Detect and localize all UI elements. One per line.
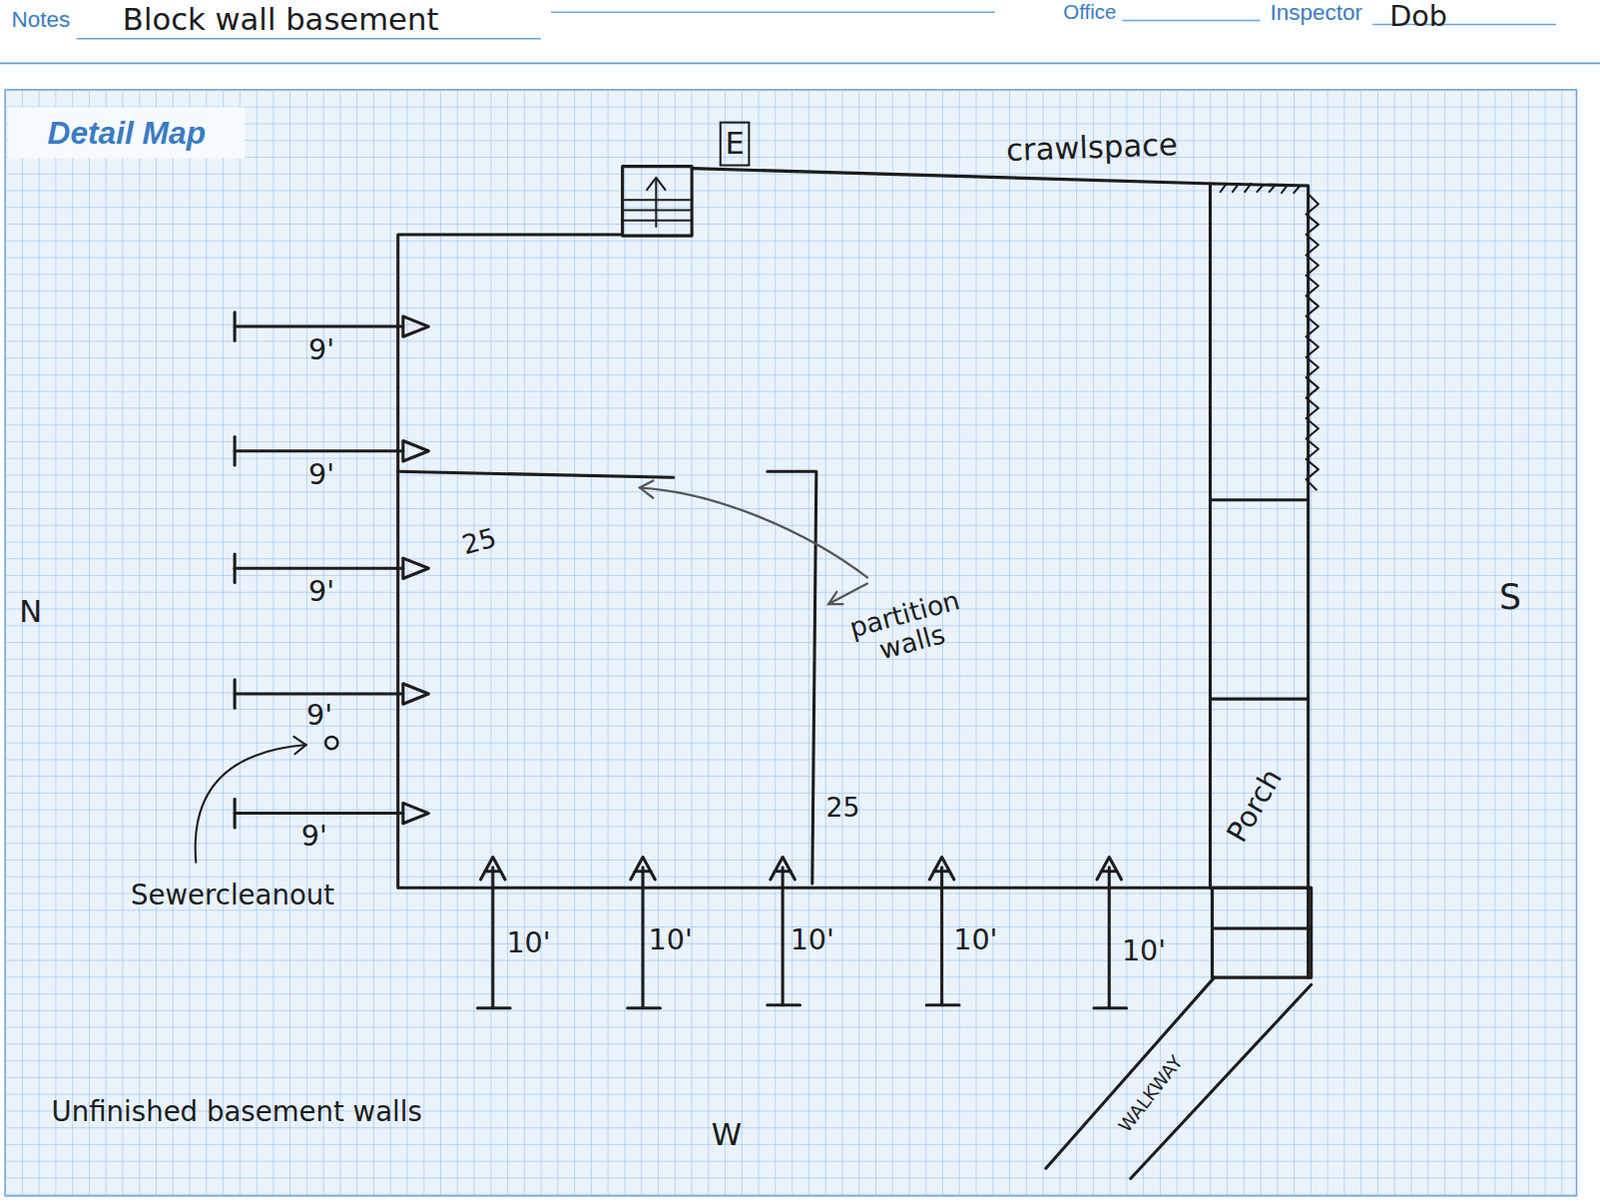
leader-lines bbox=[639, 480, 868, 604]
dimension-label: 9' bbox=[308, 575, 335, 607]
area-label: Porch bbox=[1221, 763, 1289, 848]
dimension-label: 10' bbox=[790, 925, 835, 957]
compass-letter: N bbox=[18, 594, 42, 629]
map-heading: Detail Map bbox=[47, 114, 206, 150]
note-text: Unfinished basement walls bbox=[51, 1096, 423, 1127]
area-label: crawlspace bbox=[1005, 127, 1178, 168]
inspector-name: Dob bbox=[1389, 0, 1448, 32]
compass-letter: W bbox=[711, 1117, 742, 1152]
compass-box bbox=[720, 122, 750, 166]
note-text: Block wall basement bbox=[122, 3, 440, 38]
area-label: WALKWAY bbox=[1114, 1052, 1187, 1136]
dimension-label: 10' bbox=[953, 925, 998, 957]
dimension-label: 9' bbox=[308, 460, 335, 492]
dimension-label: 10' bbox=[1121, 935, 1166, 967]
dimension-label: 25 bbox=[826, 793, 861, 823]
callout-text: Sewercleanout bbox=[130, 880, 335, 911]
compass-letter: S bbox=[1499, 577, 1522, 616]
dimension-label: 25 bbox=[459, 522, 500, 559]
compass-letter: E bbox=[724, 126, 744, 161]
dimension-label: 10' bbox=[648, 925, 693, 957]
dimension-label: 9' bbox=[301, 820, 328, 852]
dimension-label: 9' bbox=[308, 334, 335, 366]
callout-text: partition walls bbox=[826, 578, 990, 675]
form-field: Notes bbox=[11, 7, 71, 33]
dimension-label: 10' bbox=[506, 928, 550, 960]
dimension-label: 9' bbox=[306, 700, 333, 732]
plan-lines bbox=[195, 166, 1319, 1179]
graph-paper bbox=[4, 89, 1577, 1196]
grid bbox=[4, 89, 1577, 1196]
form-field: Office bbox=[1063, 0, 1116, 23]
form-field: Inspector bbox=[1270, 0, 1364, 26]
title-patch bbox=[7, 106, 245, 158]
